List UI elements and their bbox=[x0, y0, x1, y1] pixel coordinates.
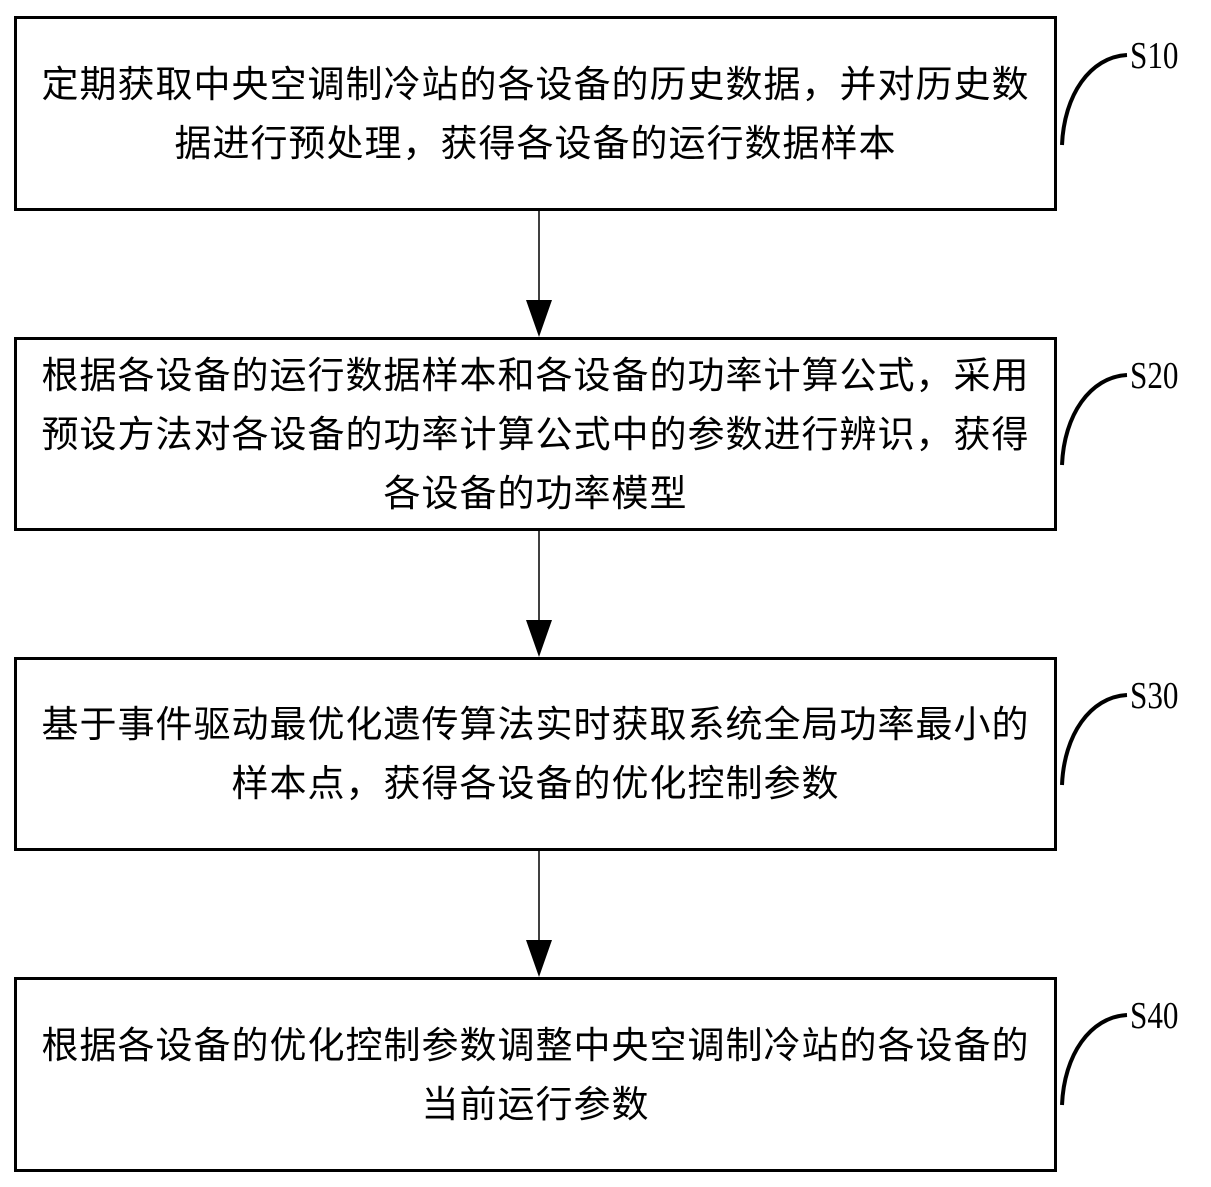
arrow-s30-s40 bbox=[526, 850, 552, 977]
step-label-s40: S40 bbox=[1130, 995, 1179, 1037]
leader-line-s30 bbox=[1060, 693, 1128, 786]
step-text-s40: 根据各设备的优化控制参数调整中央空调制冷站的各设备的当前运行参数 bbox=[41, 1023, 1030, 1126]
leader-line-s40 bbox=[1060, 1013, 1128, 1106]
step-label-s10: S10 bbox=[1130, 35, 1179, 77]
arrowhead-icon bbox=[526, 940, 552, 977]
arrowhead-icon bbox=[526, 300, 552, 337]
leader-line-s10 bbox=[1060, 53, 1128, 146]
arrowhead-icon bbox=[526, 620, 552, 657]
step-text-s20: 根据各设备的运行数据样本和各设备的功率计算公式，采用预设方法对各设备的功率计算公… bbox=[41, 353, 1030, 515]
leader-line-s20 bbox=[1060, 373, 1128, 466]
arrow-s20-s30 bbox=[526, 530, 552, 657]
step-box-s40: 根据各设备的优化控制参数调整中央空调制冷站的各设备的当前运行参数 bbox=[14, 977, 1057, 1172]
step-box-s20: 根据各设备的运行数据样本和各设备的功率计算公式，采用预设方法对各设备的功率计算公… bbox=[14, 337, 1057, 531]
arrow-s10-s20 bbox=[526, 210, 552, 337]
step-label-s20: S20 bbox=[1130, 355, 1179, 397]
step-label-s30: S30 bbox=[1130, 675, 1179, 717]
step-text-s30: 基于事件驱动最优化遗传算法实时获取系统全局功率最小的样本点，获得各设备的优化控制… bbox=[41, 703, 1030, 805]
step-box-s30: 基于事件驱动最优化遗传算法实时获取系统全局功率最小的样本点，获得各设备的优化控制… bbox=[14, 657, 1057, 851]
step-text-s10: 定期获取中央空调制冷站的各设备的历史数据，并对历史数据进行预处理，获得各设备的运… bbox=[41, 62, 1030, 165]
step-box-s10: 定期获取中央空调制冷站的各设备的历史数据，并对历史数据进行预处理，获得各设备的运… bbox=[14, 16, 1057, 211]
